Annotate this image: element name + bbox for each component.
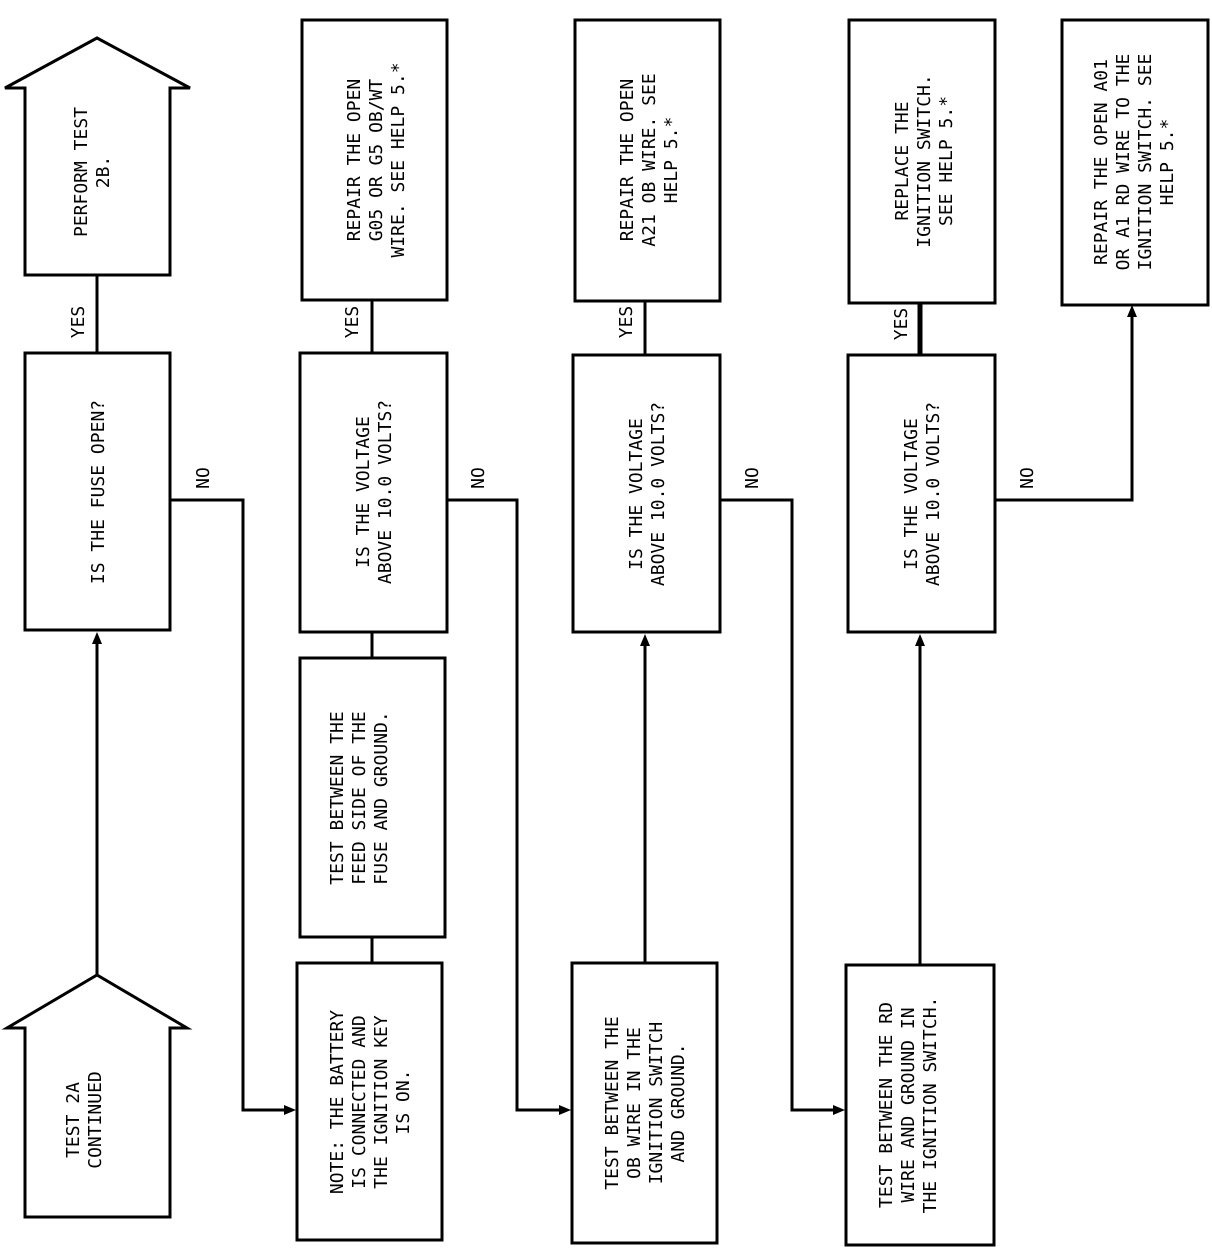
note-line-3: THE IGNITION KEY: [371, 1015, 392, 1189]
yes-label-3: YES: [616, 306, 637, 339]
yes-label-1: YES: [68, 306, 89, 339]
start-arrow-line-2: CONTINUED: [85, 1071, 106, 1169]
test-ob-box: [570, 961, 719, 1245]
test-rd-line-3: THE IGNITION SWITCH.: [920, 997, 941, 1214]
test-ob-line-1: TEST BETWEEN THE: [602, 1016, 623, 1189]
start-arrow-text: TEST 2A CONTINUED: [63, 1071, 106, 1169]
voltage-q1-text: IS THE VOLTAGE ABOVE 10.0 VOLTS?: [353, 400, 396, 584]
voltage-q3-line-1: IS THE VOLTAGE: [901, 418, 922, 570]
voltage-q3-box: [846, 353, 997, 634]
voltage-q1-line-1: IS THE VOLTAGE: [353, 416, 374, 568]
repair-a01-line-1: REPAIR THE OPEN A01: [1091, 59, 1112, 265]
no-label-4: NO: [1017, 467, 1038, 489]
end-arrow-line-1: PERFORM TEST: [71, 107, 92, 237]
test-fuse-line-3: FUSE AND GROUND.: [371, 711, 392, 884]
test-fuse-text: TEST BETWEEN THE FEED SIDE OF THE FUSE A…: [327, 711, 392, 884]
no-label-2: NO: [468, 467, 489, 489]
test-ob-line-2: OB WIRE IN THE: [624, 1027, 645, 1179]
repair-a01-line-4: HELP 5.*: [1157, 119, 1178, 206]
test-fuse-box: [298, 656, 447, 939]
voltage-q2-line-2: ABOVE 10.0 VOLTS?: [648, 402, 669, 586]
fuse-question-box: [23, 351, 172, 632]
replace-switch-box: [847, 18, 997, 305]
note-box: [295, 961, 444, 1242]
repair-a21-box: [573, 18, 722, 303]
test-rd-text: TEST BETWEEN THE RD WIRE AND GROUND IN T…: [876, 997, 941, 1214]
end-arrow-line-2: 2B.: [93, 156, 114, 189]
replace-switch-text: REPLACE THE IGNITION SWITCH. SEE HELP 5.…: [892, 74, 957, 247]
test-ob-text: TEST BETWEEN THE OB WIRE IN THE IGNITION…: [602, 1016, 689, 1189]
repair-a01-line-3: IGNITION SWITCH. SEE: [1135, 54, 1156, 271]
note-line-2: IS CONNECTED AND: [349, 1015, 370, 1188]
repair-g05-line-3: WIRE. SEE HELP 5.*: [388, 62, 409, 257]
voltage-q1-line-2: ABOVE 10.0 VOLTS?: [375, 400, 396, 584]
yes-label-4: YES: [891, 308, 912, 341]
voltage-q1-box: [298, 351, 449, 634]
repair-g05-text: REPAIR THE OPEN G05 OR G5 OB/WT WIRE. SE…: [344, 62, 409, 257]
repair-a01-line-2: OR A1 RD WIRE TO THE: [1113, 54, 1134, 271]
fuse-question-line-1: IS THE FUSE OPEN?: [88, 400, 109, 584]
voltage-q2-text: IS THE VOLTAGE ABOVE 10.0 VOLTS?: [626, 402, 669, 586]
fuse-question-text: IS THE FUSE OPEN?: [88, 400, 109, 584]
test-rd-line-1: TEST BETWEEN THE RD: [876, 1002, 897, 1208]
test-ob-line-4: AND GROUND.: [668, 1043, 689, 1162]
voltage-q2-box: [571, 353, 722, 634]
note-line-4: IS ON.: [393, 1069, 414, 1134]
repair-a21-line-3: HELP 5.*: [661, 117, 682, 204]
repair-g05-line-2: G05 OR G5 OB/WT: [366, 79, 387, 242]
connectors: [92, 275, 1137, 1115]
repair-g05-line-1: REPAIR THE OPEN: [344, 79, 365, 242]
repair-a21-line-2: A21 OB WIRE. SEE: [639, 73, 660, 246]
end-arrow-shape: [4, 36, 191, 277]
replace-switch-line-3: SEE HELP 5.*: [936, 96, 957, 226]
repair-a01-text: REPAIR THE OPEN A01 OR A1 RD WIRE TO THE…: [1091, 54, 1178, 271]
repair-a01-box: [1060, 18, 1210, 307]
note-line-1: NOTE: THE BATTERY: [327, 1010, 348, 1194]
voltage-q3-text: IS THE VOLTAGE ABOVE 10.0 VOLTS?: [901, 402, 944, 586]
start-arrow-shape: [1, 973, 193, 1219]
repair-a21-text: REPAIR THE OPEN A21 OB WIRE. SEE HELP 5.…: [617, 73, 682, 246]
voltage-q3-line-2: ABOVE 10.0 VOLTS?: [923, 402, 944, 586]
voltage-q2-line-1: IS THE VOLTAGE: [626, 418, 647, 570]
test-fuse-line-1: TEST BETWEEN THE: [327, 711, 348, 884]
repair-a21-line-1: REPAIR THE OPEN: [617, 79, 638, 242]
replace-switch-line-2: IGNITION SWITCH.: [914, 74, 935, 247]
replace-switch-line-1: REPLACE THE: [892, 101, 913, 220]
no-label-1: NO: [193, 467, 214, 489]
note-text: NOTE: THE BATTERY IS CONNECTED AND THE I…: [327, 1010, 414, 1194]
yes-label-2: YES: [342, 306, 363, 339]
test-rd-line-2: WIRE AND GROUND IN: [898, 1007, 919, 1202]
end-arrow-text: PERFORM TEST 2B.: [71, 107, 114, 237]
test-fuse-line-2: FEED SIDE OF THE: [349, 711, 370, 884]
no-label-3: NO: [742, 467, 763, 489]
repair-g05-box: [300, 18, 449, 302]
test-ob-line-3: IGNITION SWITCH: [646, 1022, 667, 1185]
start-arrow-line-1: TEST 2A: [63, 1082, 84, 1158]
test-rd-box: [844, 963, 996, 1247]
